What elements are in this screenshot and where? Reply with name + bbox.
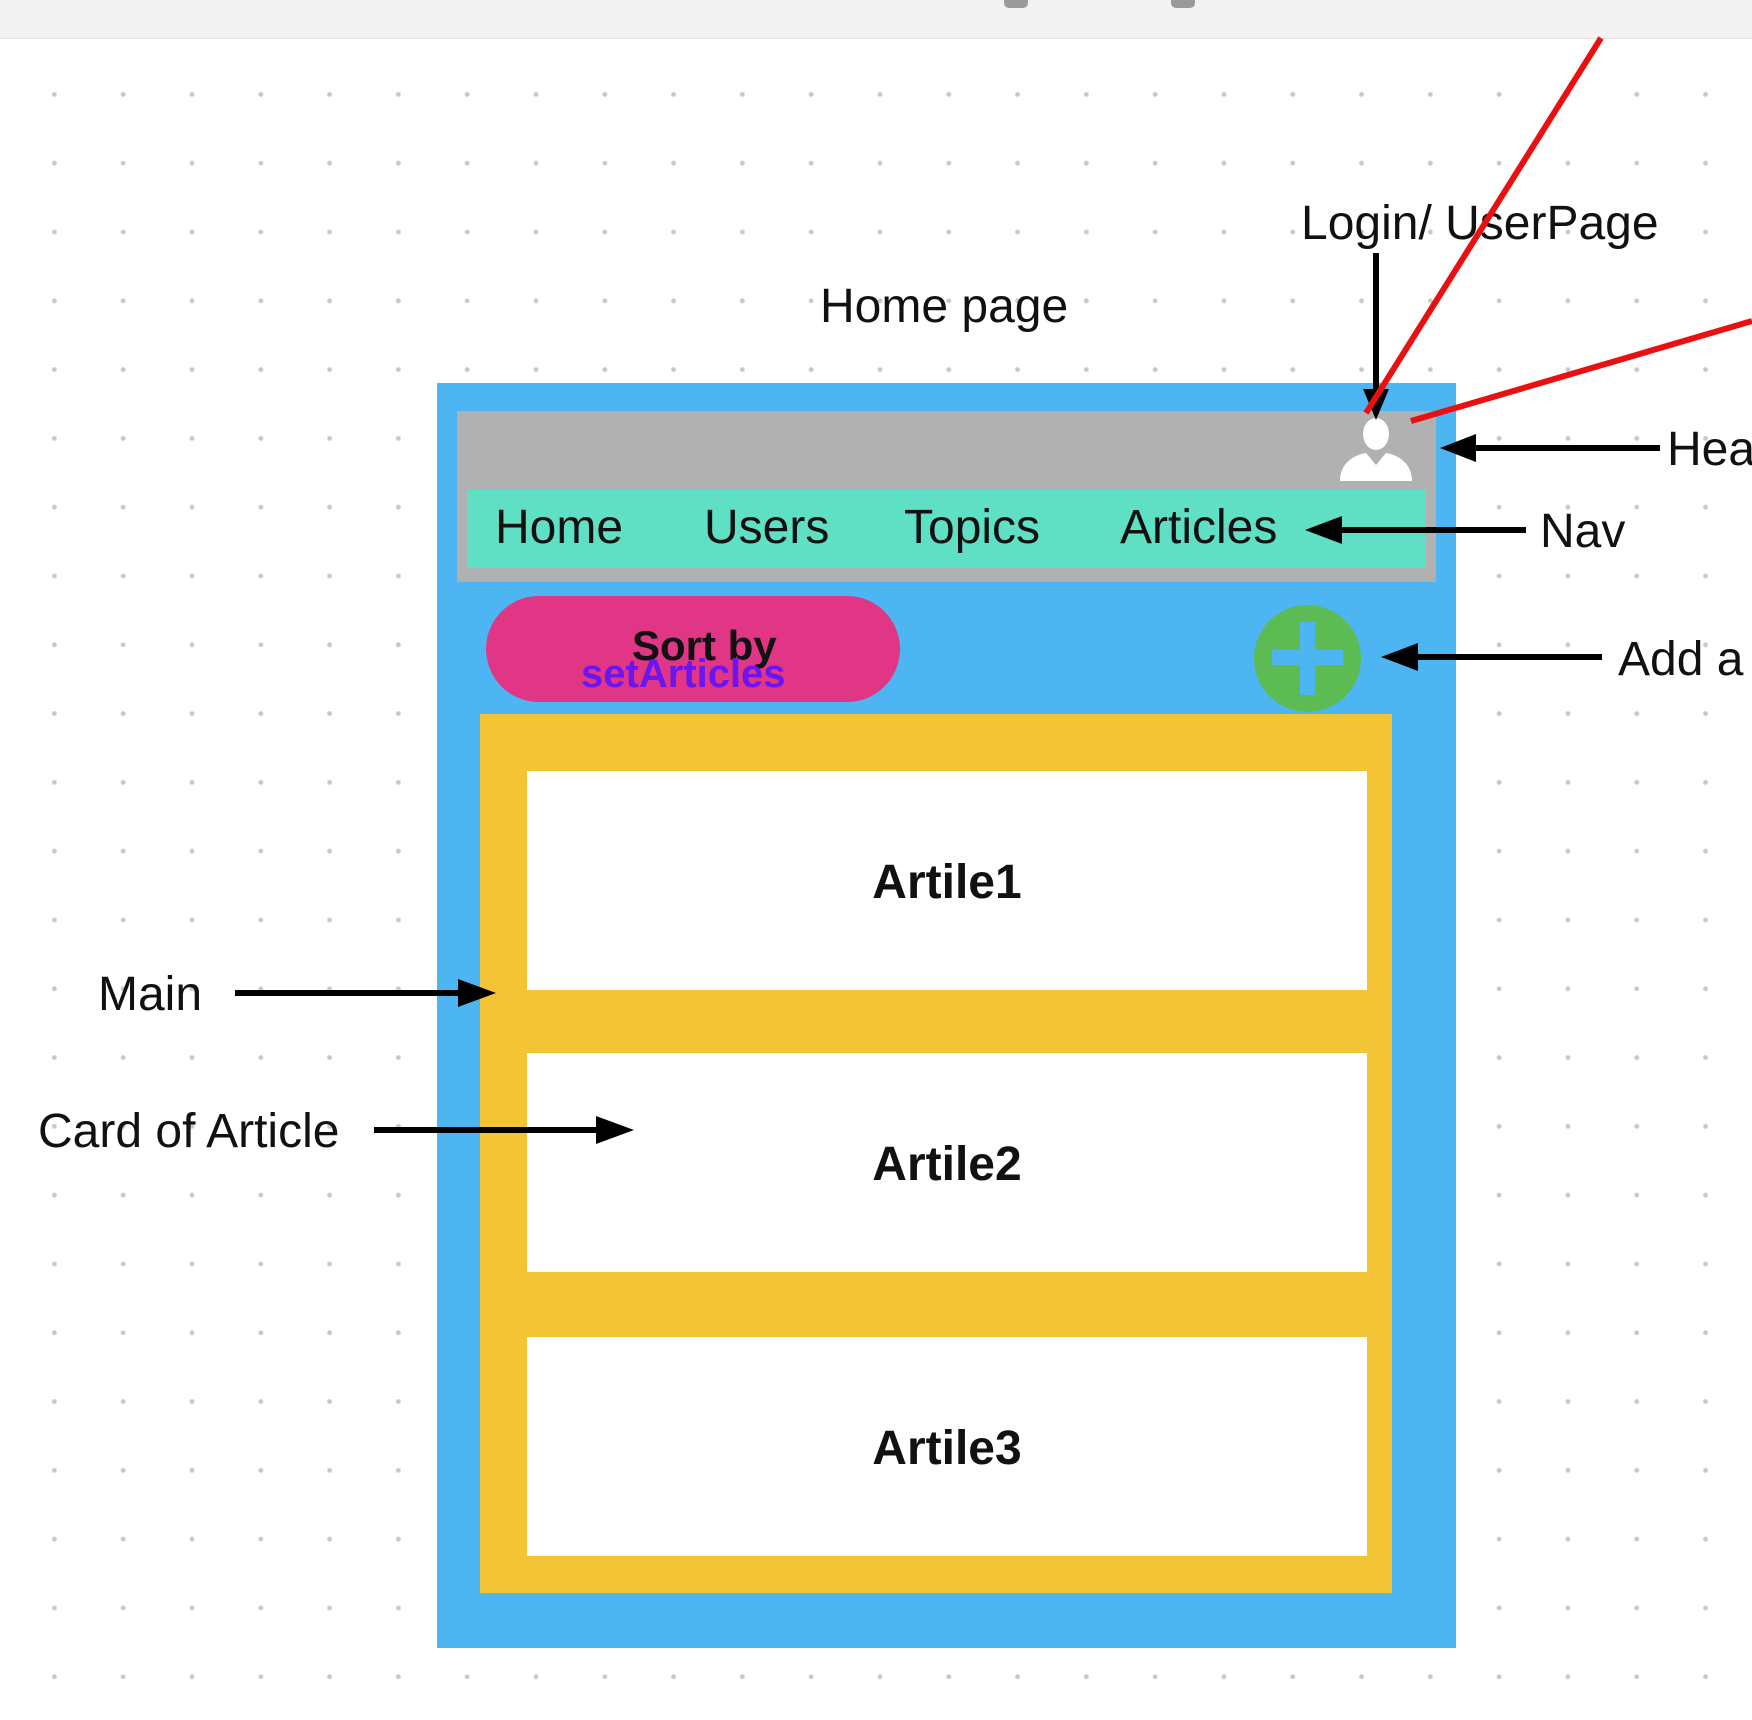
article-card[interactable]: Artile3: [527, 1337, 1367, 1556]
annotation-nav: Nav: [1540, 505, 1626, 558]
article-title: Artile3: [872, 1422, 1022, 1475]
article-title: Artile1: [872, 856, 1022, 909]
user-avatar-icon[interactable]: [1338, 413, 1414, 481]
toolbar-handle-icon: [1004, 0, 1028, 8]
annotation-add: Add a: [1618, 633, 1744, 686]
nav-item-users[interactable]: Users: [704, 501, 830, 554]
article-card[interactable]: Artile2: [527, 1053, 1367, 1272]
article-card[interactable]: Artile1: [527, 771, 1367, 990]
browser-top-bar: [0, 0, 1752, 39]
annotation-main: Main: [98, 968, 203, 1021]
sort-label: Sort by: [632, 622, 777, 669]
page-title: Home page: [820, 280, 1069, 333]
add-article-button[interactable]: [1254, 605, 1361, 712]
toolbar-handle-icon: [1171, 0, 1195, 8]
annotation-login: Login/ UserPage: [1301, 197, 1659, 250]
red-line-header: [1410, 318, 1752, 424]
annotation-header: Hea: [1667, 423, 1752, 476]
sort-button[interactable]: Sort by setArticles: [486, 596, 900, 702]
nav-item-home[interactable]: Home: [495, 501, 624, 554]
annotation-card: Card of Article: [38, 1105, 340, 1158]
nav-item-topics[interactable]: Topics: [904, 501, 1041, 554]
article-title: Artile2: [872, 1138, 1022, 1191]
sort-hint-text: setArticles: [581, 652, 786, 696]
nav-bar: Home Users Topics Articles: [467, 490, 1426, 568]
nav-item-articles[interactable]: Articles: [1120, 501, 1278, 554]
